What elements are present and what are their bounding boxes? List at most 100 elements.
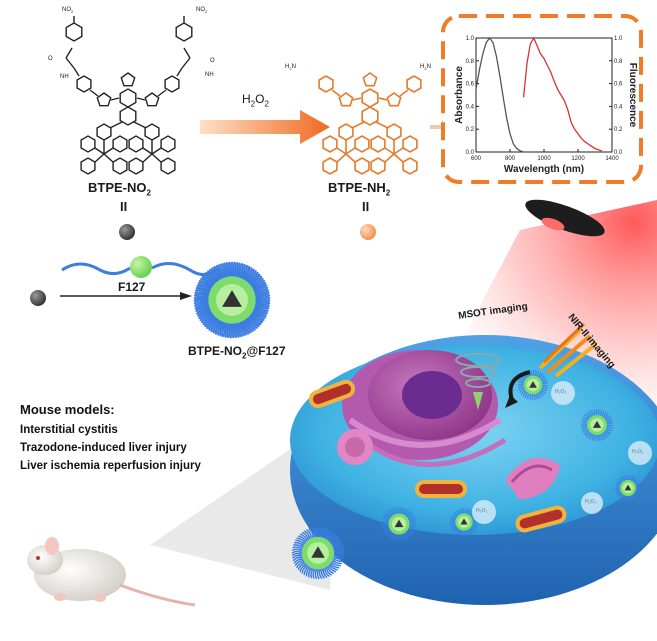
reagent-sub1: 2 — [250, 99, 256, 109]
benzene-ring — [386, 123, 402, 141]
chart-x-tick-label: 1000 — [537, 156, 551, 162]
mitochondrion-icon — [415, 480, 467, 498]
benzene-ring — [318, 75, 334, 93]
nitro-left-sub: 2 — [71, 9, 74, 15]
amine-left-sub: 2 — [289, 66, 292, 72]
f127-polymer-icon — [61, 256, 221, 278]
amine-right-sub: 2 — [424, 66, 427, 72]
micelle-formulated — [193, 261, 271, 339]
benzene-ring — [338, 123, 354, 141]
benzene-ring — [164, 75, 180, 93]
chart-y-tick-label-right: 0.4 — [614, 104, 623, 110]
micelle-cell-body — [381, 506, 417, 542]
benzene-ring — [80, 157, 96, 175]
molecule-btpe-nh2 — [318, 72, 422, 175]
laser-source-icon — [525, 199, 605, 237]
benzene-ring — [370, 135, 386, 153]
chart-y-tick-label-left: 0.8 — [466, 59, 475, 65]
benzene-ring — [406, 75, 422, 93]
amine-right-h: H — [420, 64, 425, 70]
chart-y-tick-label-right: 0.2 — [614, 127, 623, 133]
h2o2-bubble — [551, 381, 575, 405]
micelle-cell-body — [614, 474, 642, 502]
product-suffix: @F127 — [246, 344, 286, 358]
benzene-ring — [128, 157, 144, 175]
chart-y-tick-label-left: 0.2 — [466, 127, 475, 133]
benzene-ring — [402, 157, 418, 175]
mouse-models-title: Mouse models: — [20, 402, 115, 417]
h2o2-bubble — [472, 500, 496, 524]
chart-y-tick-label-right: 0.6 — [614, 82, 623, 88]
right-molecule-roman: II — [362, 199, 370, 214]
amide-o-right: O — [210, 58, 215, 64]
chart-y-axis-label-left: Absorbance — [454, 66, 465, 124]
h2o2-bubble-text: H₂O₂ — [632, 449, 644, 455]
benzene-ring — [322, 135, 338, 153]
benzene-ring — [76, 75, 92, 93]
benzene-ring — [160, 157, 176, 175]
btpe-nh2-dot — [360, 224, 376, 240]
mouse-model-item: Interstitial cystitis — [20, 424, 118, 436]
product-label: BTPE-NO2@F127 — [188, 344, 286, 360]
h2o2-bubble — [628, 441, 652, 465]
chart-y-tick-label-right: 1.0 — [614, 36, 623, 42]
h2o2-bubble — [581, 492, 603, 514]
mitochondrion-icon — [515, 505, 567, 533]
benzene-ring — [128, 135, 144, 153]
benzene-ring — [175, 22, 193, 42]
chart-y-tick-label-left: 0.6 — [466, 82, 475, 88]
chart-y-tick-label-right: 0.0 — [614, 150, 623, 156]
benzene-ring — [96, 123, 112, 141]
msot-signal-icon — [455, 353, 501, 410]
nitro-label-left: NO2 — [62, 7, 73, 14]
chart-x-tick-label: 600 — [471, 156, 482, 162]
h2o2-bubble-text: H₂O₂ — [585, 499, 597, 505]
left-molecule-sub: 2 — [146, 188, 151, 198]
amine-left-h: H — [285, 64, 290, 70]
mouse-model-item: Trazodone-induced liver injury — [20, 442, 187, 454]
chart-y-tick-label-left: 0.0 — [466, 150, 475, 156]
right-molecule-main: BTPE-NH — [328, 180, 386, 195]
mouse-models-list: Mouse models: Interstitial cystitis Traz… — [20, 402, 201, 478]
thiophene-ring — [120, 72, 136, 87]
chart-y-tick-label-left: 1.0 — [466, 36, 475, 42]
mouse-icon — [27, 537, 196, 607]
amide-nh-right: NH — [205, 72, 214, 78]
chart-series-line — [522, 36, 603, 152]
benzene-ring — [370, 157, 386, 175]
chart-y-axis-label-right: Fluorescence — [627, 63, 638, 128]
reagent-label: H2O2 — [242, 92, 269, 108]
btpe-no2-dot — [119, 224, 135, 240]
nir-emission-icon — [538, 322, 598, 378]
benzene-ring — [322, 157, 338, 175]
thiophene-ring — [96, 92, 112, 107]
benzene-ring — [144, 123, 160, 141]
nitro-label-right: NO2 — [196, 7, 207, 14]
left-molecule-name: BTPE-NO2 — [88, 180, 151, 198]
product-main: BTPE-NO — [188, 344, 242, 358]
reagent-h: H — [242, 92, 251, 106]
chart-x-axis-label: Wavelength (nm) — [504, 164, 584, 175]
amine-label-left: H2N — [285, 64, 296, 71]
benzene-ring — [361, 106, 379, 126]
micelle-formulated-body — [193, 261, 271, 339]
reagent-sub2: 2 — [264, 99, 269, 109]
mitochondrion-icon — [308, 379, 356, 409]
nitro-left-main: NO — [62, 7, 71, 13]
f127-label: F127 — [118, 280, 146, 294]
btpe-no2-input-dot — [30, 290, 46, 306]
amine-left-n: N — [291, 64, 296, 70]
amide-o-left: O — [48, 56, 53, 62]
benzene-ring — [119, 106, 137, 126]
amine-label-right: H2N — [420, 64, 431, 71]
amide-nh-left: NH — [60, 74, 69, 80]
right-molecule-name: BTPE-NH2 — [328, 180, 390, 198]
benzene-ring — [160, 135, 176, 153]
benzene-ring — [80, 135, 96, 153]
golgi-icon — [337, 429, 373, 465]
chart-series-line — [475, 36, 524, 153]
micelle-in-cell — [381, 369, 642, 542]
molecule-btpe-no2 — [65, 16, 193, 175]
chart-x-tick-label: 800 — [505, 156, 516, 162]
